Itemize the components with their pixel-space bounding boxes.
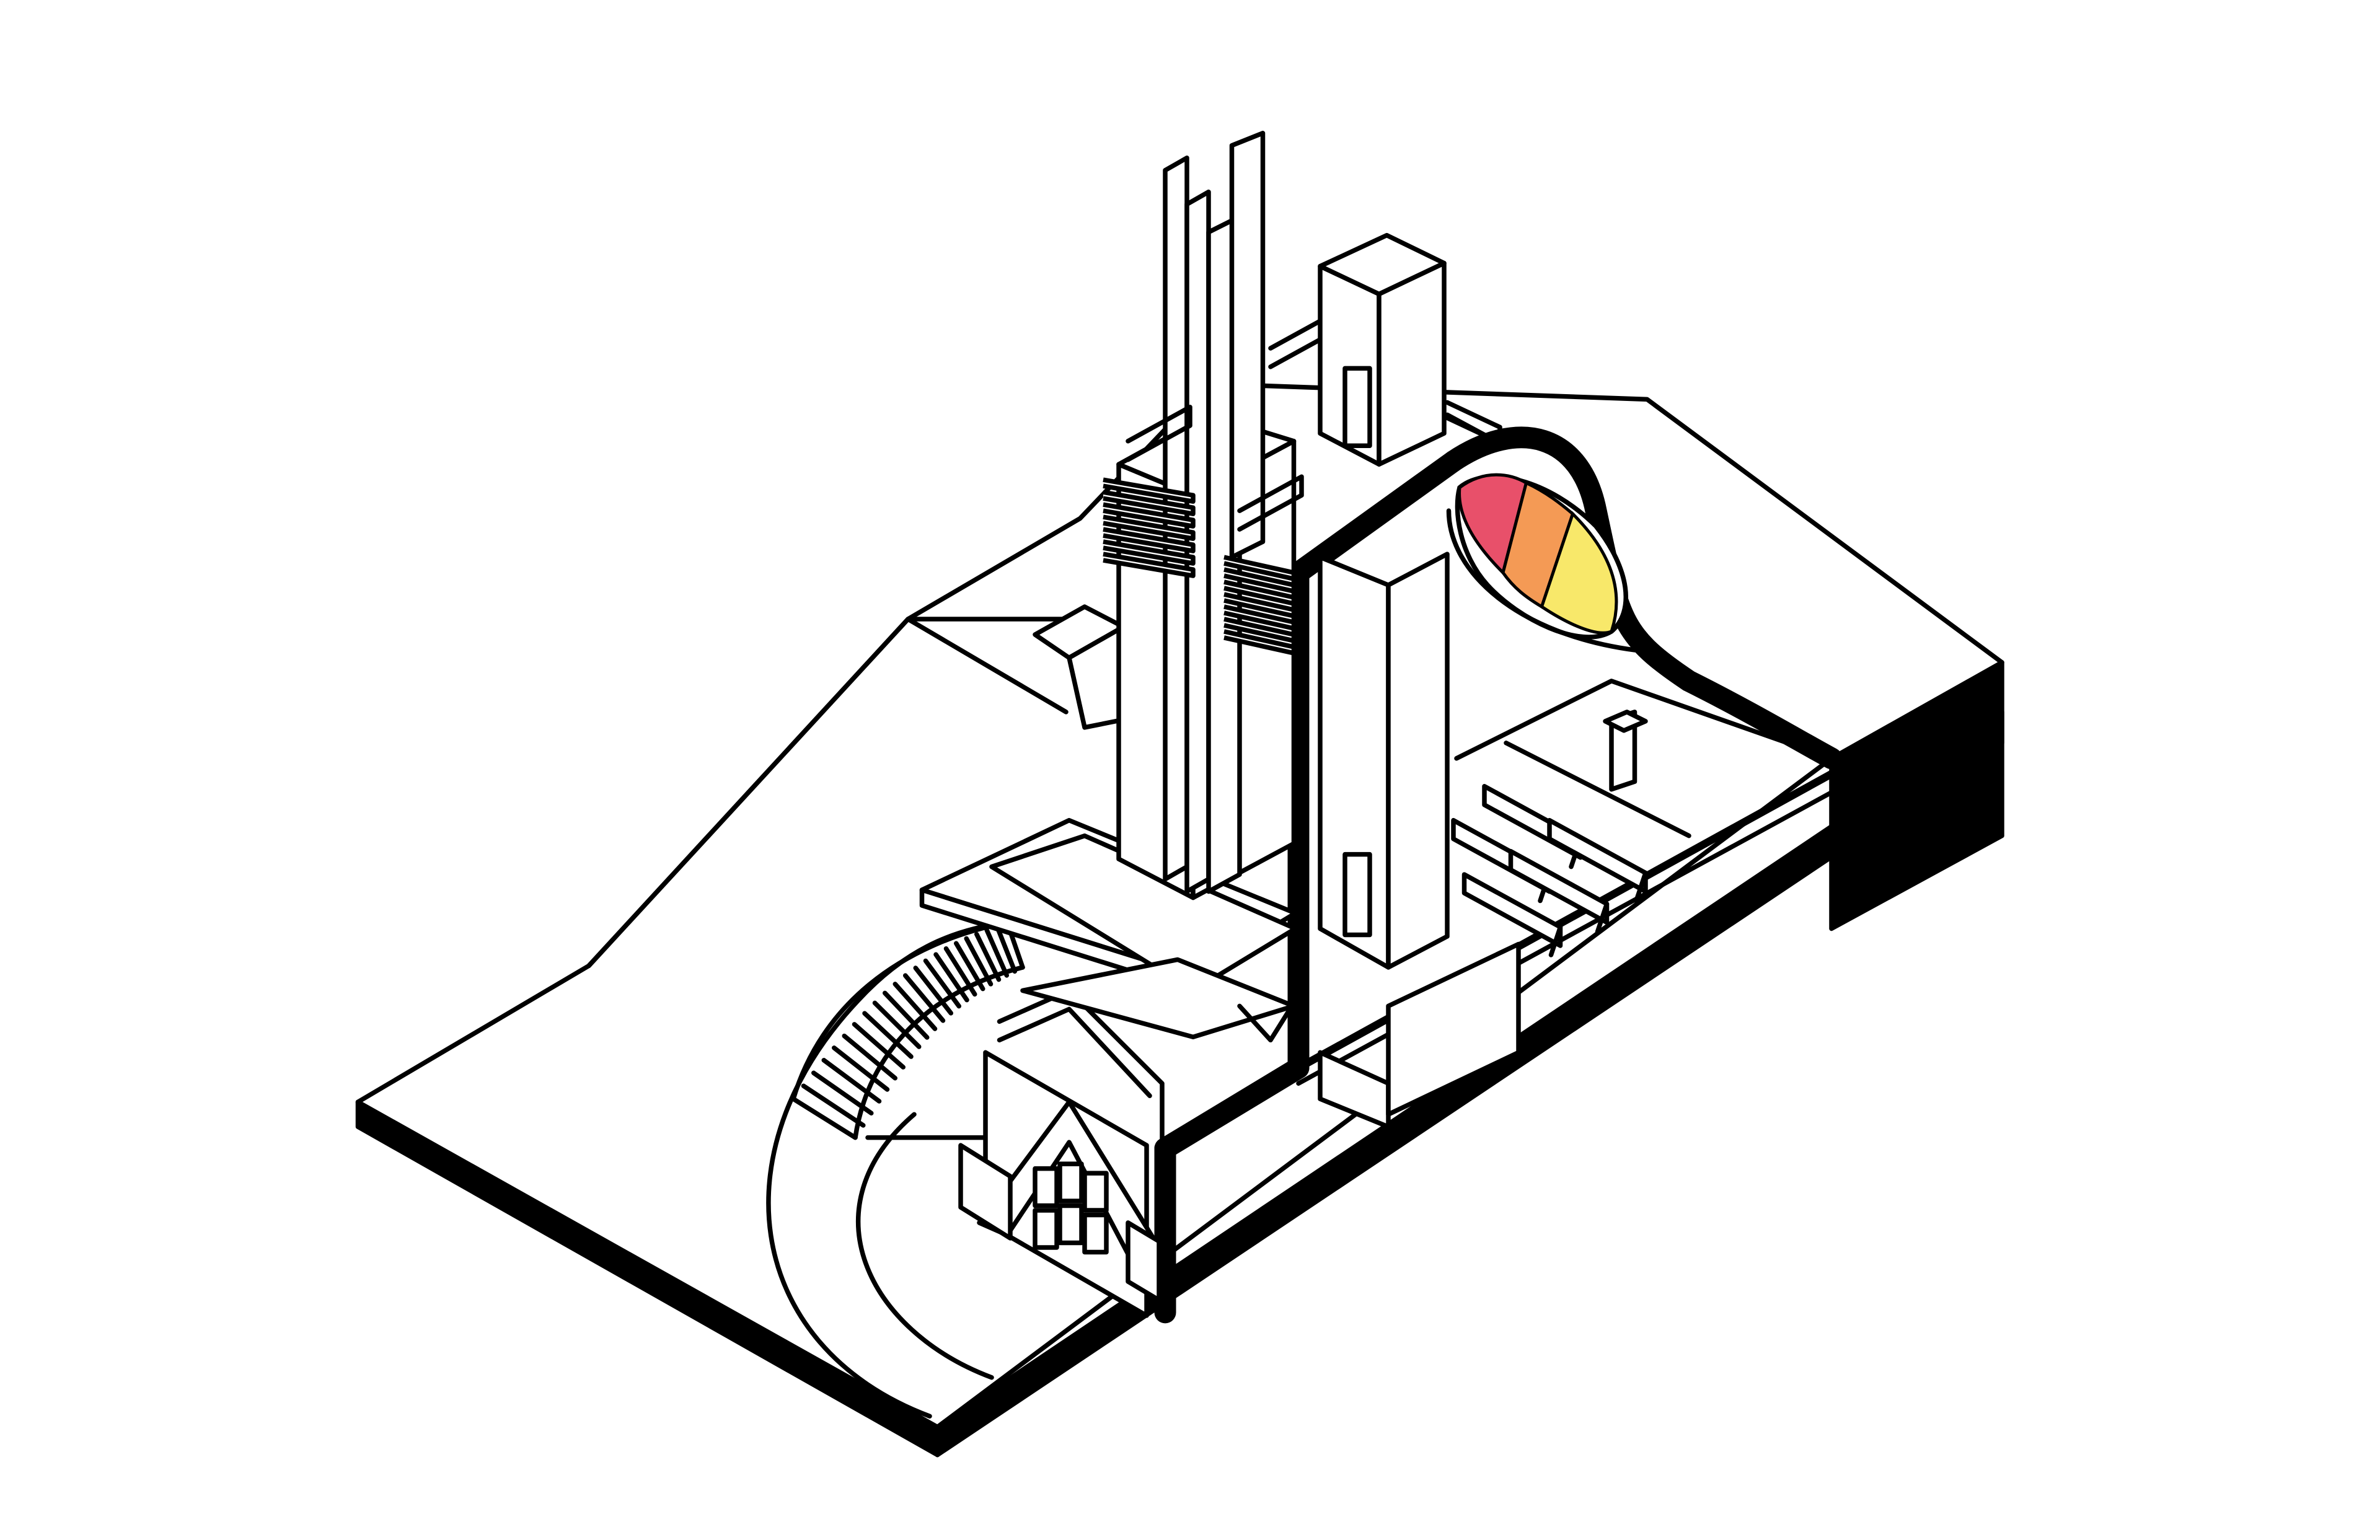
back-wall [1454,679,1834,761]
stair-steps [791,920,1025,1140]
door-6 [1082,1212,1109,1255]
altar-step [1504,741,1691,838]
rail-bottom [1445,412,1490,439]
pew-end [1548,925,1563,957]
rail-slat [1103,490,1196,516]
pews [1451,783,1648,957]
stair-step [842,1033,898,1081]
stair-step [821,1058,882,1104]
right-step-block [1126,1220,1161,1303]
pew [1461,872,1563,948]
lower-column [1318,1050,1391,1129]
porch-railing-b [997,1006,1152,1098]
porch-railing [997,988,1165,1148]
stacked-rails [1103,312,1335,656]
rail-slat [1223,617,1297,643]
rail-slat [1223,579,1297,606]
rail-slat [1103,527,1196,553]
rail-guard [1237,474,1304,532]
door-4 [1033,1208,1059,1250]
stair-step [801,1083,866,1128]
canopy [919,817,1304,1043]
shaft-top [1318,232,1447,297]
rail-slat [1223,592,1297,618]
blade-2 [1184,189,1211,894]
stair-step [953,941,985,992]
rail-slat [1103,552,1196,578]
stair-step [852,1022,906,1070]
lectern-top [1603,710,1648,733]
glass-frame [1446,508,1637,653]
rail-slat [1223,604,1297,631]
stair-step [862,1011,914,1059]
stair-step [943,946,977,997]
glass-band-yellow [1540,511,1618,635]
door-3 [1082,1171,1109,1213]
elevator-shaft [1318,232,1447,467]
stair-step [831,1045,890,1092]
stair-step [964,936,994,987]
sanctuary [1451,679,1834,957]
stair-step [913,966,954,1016]
column-side [1386,552,1450,970]
brace [1237,988,1304,1043]
rail-slat [1103,477,1196,504]
rail-slat [1223,555,1297,581]
door-1 [1033,1166,1059,1208]
stair-step [974,931,1002,982]
pew-end [1634,870,1648,904]
stair-ramp [766,920,1025,1419]
canopy-lower [989,833,1298,993]
stair-step [902,973,946,1023]
stair-step [882,990,930,1040]
interior-column [1318,552,1521,1129]
stair-step [872,1000,922,1049]
column-door [1342,851,1372,938]
stair-step [923,958,962,1009]
rail-slat [1103,514,1196,541]
upper-right-rail [1445,400,1502,446]
shaft-door [1342,366,1372,449]
stained-glass [1446,473,1637,653]
front-cut-floor [1154,450,1465,1159]
rail-slat [1223,629,1297,656]
stair-step [933,952,969,1003]
stair-step [994,923,1018,974]
stair-step [984,928,1010,978]
rail-slat [1223,567,1297,594]
shaft-side [1377,260,1447,467]
a-frame-doors [1033,1161,1109,1255]
door-5 [1057,1203,1084,1246]
left-step-block [958,1143,1013,1241]
lower-block [1386,941,1521,1117]
rail-slat [1103,539,1196,566]
blade-4 [1229,131,1266,560]
rail-guard [1126,405,1192,462]
entry-porch [958,988,1165,1318]
stair-step [791,1096,858,1140]
rail-slat [1103,502,1196,529]
ramp-inner [856,1112,994,1380]
stair-step [811,1070,874,1115]
pew-end [1595,901,1610,935]
door-2 [1057,1161,1084,1203]
stair-outer [791,920,1010,1101]
pew [1547,817,1648,894]
pew [1508,848,1610,925]
stair-step [892,982,938,1031]
